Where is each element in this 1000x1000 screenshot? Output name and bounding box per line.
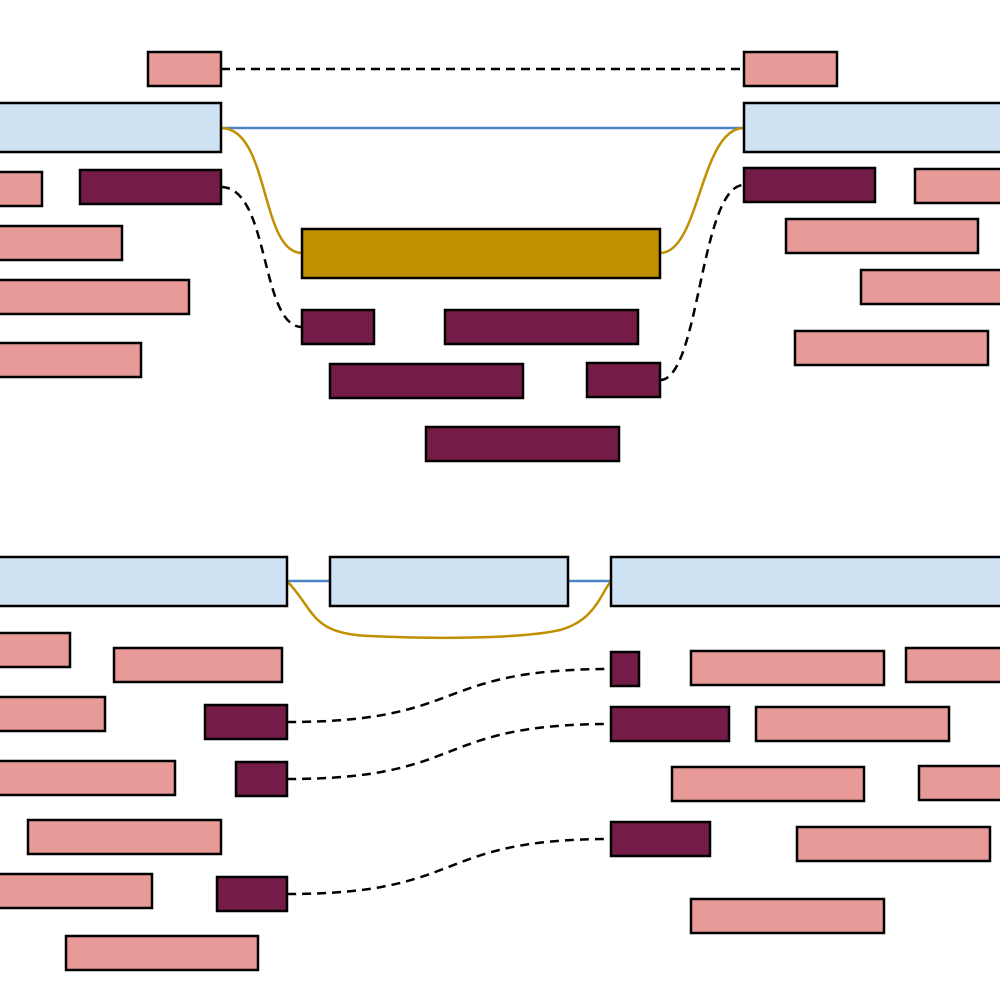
read bbox=[754, 705, 951, 743]
read bbox=[793, 329, 990, 367]
splice-edge bbox=[220, 126, 303, 255]
mate-link bbox=[220, 185, 303, 329]
read bbox=[0, 631, 72, 669]
read bbox=[917, 764, 1000, 802]
read bbox=[913, 167, 1000, 205]
panel-top bbox=[0, 50, 1000, 463]
read bbox=[0, 170, 44, 208]
split-read bbox=[609, 650, 641, 688]
read bbox=[784, 217, 980, 255]
read bbox=[0, 341, 143, 379]
read bbox=[26, 818, 223, 856]
exon bbox=[742, 101, 1000, 154]
exon bbox=[0, 555, 289, 608]
split-read bbox=[300, 308, 376, 346]
split-read bbox=[203, 703, 289, 741]
read bbox=[64, 934, 260, 972]
mate-link bbox=[286, 722, 612, 781]
mate-link bbox=[659, 183, 745, 382]
read bbox=[0, 872, 154, 910]
inserted-segment bbox=[300, 227, 662, 280]
read bbox=[0, 278, 191, 316]
panel-bottom bbox=[0, 555, 1000, 972]
split-read bbox=[328, 362, 525, 400]
read bbox=[670, 765, 866, 803]
read bbox=[0, 224, 124, 262]
read bbox=[859, 268, 1000, 306]
read bbox=[112, 646, 284, 684]
exon bbox=[609, 555, 1000, 608]
split-read bbox=[215, 875, 289, 913]
splice-edge bbox=[286, 580, 612, 640]
read bbox=[795, 825, 992, 863]
split-read bbox=[443, 308, 640, 346]
split-read bbox=[78, 168, 223, 206]
read bbox=[689, 897, 886, 935]
split-read bbox=[424, 425, 621, 463]
read bbox=[0, 759, 177, 797]
split-read bbox=[609, 820, 712, 858]
split-read bbox=[585, 361, 662, 399]
read bbox=[904, 646, 1000, 684]
split-read bbox=[234, 760, 289, 798]
exon bbox=[0, 101, 223, 154]
mate-link bbox=[286, 837, 612, 896]
splice-edge bbox=[659, 126, 745, 255]
read bbox=[0, 695, 107, 733]
split-read bbox=[742, 166, 877, 204]
split-read bbox=[609, 705, 731, 743]
read bbox=[146, 50, 223, 88]
mate-link bbox=[286, 667, 612, 724]
exon bbox=[328, 555, 570, 608]
read bbox=[689, 649, 886, 687]
read bbox=[742, 50, 839, 88]
